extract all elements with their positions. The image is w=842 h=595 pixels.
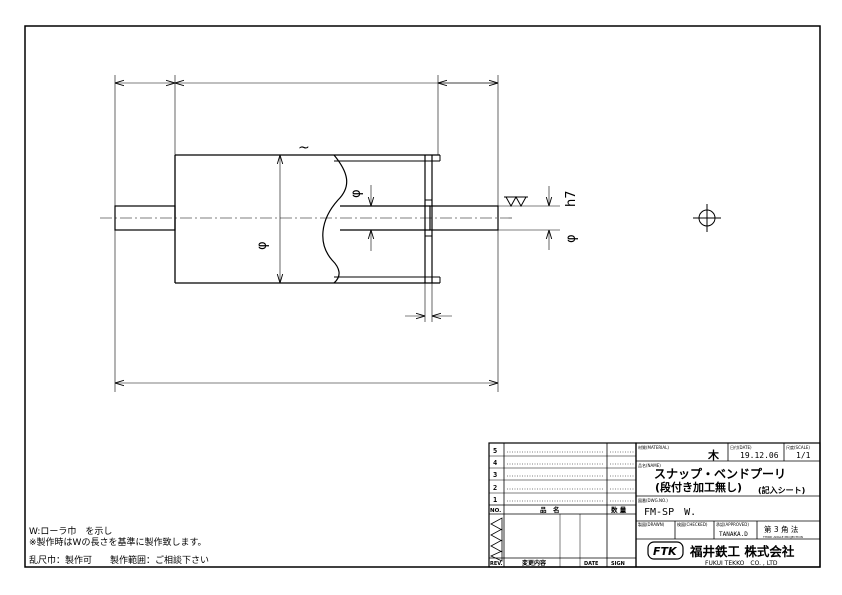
dim-tolerance: h7 xyxy=(564,190,579,207)
note-line-1: W:ローラ巾 を示し xyxy=(29,525,112,537)
note-line-3: 乱尺巾：製作可 製作範囲：ご相談下さい xyxy=(29,554,209,566)
parts-header-name: 品 名 xyxy=(540,505,560,514)
company-name: 福井鉄工 株式会社 xyxy=(689,544,795,559)
projection-method: 第 3 角 法 xyxy=(764,524,799,534)
rev-footer-sign: SIGN xyxy=(611,561,625,567)
dim-approx: ~ xyxy=(298,140,310,156)
name-label: 品名(NAME) xyxy=(638,462,661,468)
parts-header-no: NO. xyxy=(490,508,501,514)
company-logo: FTK xyxy=(647,541,684,560)
center-mark-symbol xyxy=(693,204,721,232)
dimension-lines xyxy=(114,75,560,392)
rev-no-5: 5 xyxy=(493,447,497,455)
rev-no-4: 4 xyxy=(493,459,497,467)
drawing-no-label: 図番(DWG.NO.) xyxy=(638,497,668,503)
company-name-en: FUKUI TEKKO CO. , LTD xyxy=(705,560,778,567)
drawing-title: スナップ・ベンドプーリ xyxy=(654,466,786,481)
material-value: 木 xyxy=(707,448,720,462)
surface-finish-symbol xyxy=(504,195,528,208)
date-label: 日付(DATE) xyxy=(730,444,752,450)
dim-diameter-inner: φ xyxy=(349,189,364,198)
parts-header-qty: 数 量 xyxy=(611,505,627,514)
drawing-number: FM-SP W. xyxy=(644,507,696,518)
dim-diameter-drum: φ xyxy=(255,241,270,250)
drawing-subtitle: (段付き加工無し) xyxy=(655,480,742,494)
drawn-label: 製図(DRAWN) xyxy=(638,521,665,527)
rev-footer-date: DATE xyxy=(584,561,599,567)
rev-footer-change: 変更内容 xyxy=(521,559,546,567)
company-logo-text: FTK xyxy=(653,545,678,558)
revision-table xyxy=(488,442,637,568)
break-line xyxy=(322,154,348,284)
sheet-border xyxy=(24,25,821,568)
dim-diameter-shaft: φ xyxy=(564,234,579,243)
rev-no-2: 2 xyxy=(493,484,497,492)
drawn-by: TANAKA.D xyxy=(719,531,748,538)
title-block xyxy=(635,442,821,568)
checked-label: 検図(CHECKED) xyxy=(677,521,708,527)
date-value: 19.12.06 xyxy=(740,451,779,460)
rev-no-1: 1 xyxy=(493,496,497,504)
drawing-sheet-type: (記入シート) xyxy=(758,485,805,495)
scale-value: 1/1 xyxy=(796,451,811,460)
scale-label: 尺度(SCALE) xyxy=(786,444,810,450)
material-label: 材質(MATERIAL) xyxy=(638,444,669,450)
projection-label: THIRD ANGLE PROJECTION xyxy=(762,535,803,539)
rev-footer-no: REV. xyxy=(490,561,502,567)
approved-label: 承認(APPROVED) xyxy=(716,521,749,527)
pulley-drawing xyxy=(100,154,515,322)
note-line-2: ※製作時はWの長さを基準に製作致します。 xyxy=(29,536,207,548)
rev-no-3: 3 xyxy=(493,471,497,479)
